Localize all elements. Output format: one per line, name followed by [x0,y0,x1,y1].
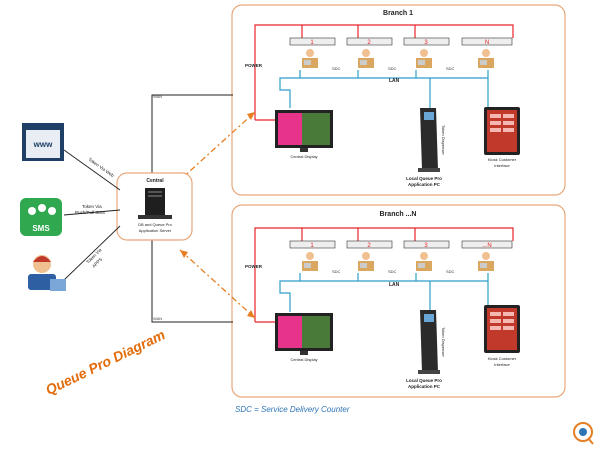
counter-display: 3 [403,37,450,46]
pc-label: Application PC [408,384,441,389]
sdc-label: SDC [446,269,455,274]
kiosk-label: Interface [494,362,510,367]
central-display-icon [275,110,333,152]
arrowhead [247,310,255,318]
sdc-label: SDC [332,269,341,274]
server-icon [138,188,172,219]
central-display-icon [275,313,333,355]
channel-link-sms [63,209,121,216]
sdc-agent-icon [478,252,494,271]
display-label: Central Display [290,357,317,362]
lan-line [299,70,489,79]
svg-text:...N: ...N [482,243,491,249]
central-label: Central [146,178,164,184]
channel-link-apps [63,225,121,281]
branch-1: Branch 1 POWER 1 2 3 N SDC SDC S [231,4,566,196]
kiosk-icon [484,107,520,155]
www-icon-label: www [33,140,53,149]
dispenser-label: Token Dispenser [441,327,446,357]
sdc-agent-icon [416,252,432,271]
channel-label: Token Via Web [87,157,115,179]
svg-text:2: 2 [367,40,371,46]
sdc-agent-icon [358,49,374,68]
counter-display: 2 [346,240,393,249]
svg-text:2: 2 [367,243,371,249]
dashed-link-branch-1 [179,111,256,181]
wan-label: WAN [153,316,162,321]
counter-display: N [461,37,513,46]
power-line [254,24,514,120]
display-label: Central Display [290,154,317,159]
svg-text:3: 3 [424,40,428,46]
kiosk-icon [484,305,520,353]
power-label: POWER [245,264,263,269]
counter-display: 3 [403,240,450,249]
wan-link-branch-n [151,238,233,323]
kiosk-label: Kiosk Customer [488,157,517,162]
sdc-label: SDC [332,66,341,71]
sdc-agent-icon [416,49,432,68]
arrowhead [247,112,255,120]
lan-label: LAN [389,282,400,288]
branch-n: Branch ...N POWER 1 2 3 ...N SDC SDC SDC [231,204,566,398]
branch-n-frame [231,204,566,398]
lan-line [279,77,300,108]
channel-label: Push/Pull SMS [75,210,105,215]
sdc-label: SDC [388,269,397,274]
www-icon: www [22,123,64,161]
sms-icon: SMS [20,198,62,236]
svg-text:1: 1 [310,243,314,249]
wan-label: WAN [153,94,162,99]
token-dispenser-icon [418,108,440,172]
lan-line [299,273,489,282]
arrowhead [180,250,188,258]
power-label: POWER [245,63,263,68]
queue-pro-logo [573,422,594,445]
central-node: Central DB and Queue Pro Application Ser… [116,172,193,241]
sdc-agent-icon [302,252,318,271]
sdc-label: SDC [446,66,455,71]
svg-text:1: 1 [310,40,314,46]
counter-display: 1 [289,37,336,46]
wan-link-branch-1 [151,94,233,175]
counter-display: 1 [289,240,336,249]
sms-icon-label: SMS [32,224,50,233]
branch-1-title: Branch 1 [383,10,413,17]
server-label: DB and Queue Pro [138,222,173,227]
sdc-label: SDC [388,66,397,71]
kiosk-label: Kiosk Customer [488,356,517,361]
server-label: Application Server [139,228,172,233]
lan-label: LAN [389,78,400,84]
pc-label: Application PC [408,182,441,187]
lan-line [279,280,300,312]
channel-link-web [63,149,121,191]
svg-text:N: N [485,40,489,46]
svg-text:3: 3 [424,243,428,249]
counter-display: ...N [461,240,513,249]
pc-label: Local Queue Pro [406,378,442,383]
dispenser-label: Token Dispenser [441,125,446,155]
sdc-agent-icon [302,49,318,68]
kiosk-label: Interface [494,163,510,168]
channel-label: Token Via [82,204,102,209]
dashed-link-branch-n [179,249,256,319]
sdc-note: SDC = Service Delivery Counter [235,405,350,414]
token-dispenser-icon [418,310,440,374]
counter-display: 2 [346,37,393,46]
phone-user-icon [28,255,66,291]
branch-1-frame [231,4,566,196]
branch-n-title: Branch ...N [380,211,417,218]
sdc-agent-icon [358,252,374,271]
pc-label: Local Queue Pro [406,176,442,181]
sdc-agent-icon [478,49,494,68]
power-line [254,227,514,322]
